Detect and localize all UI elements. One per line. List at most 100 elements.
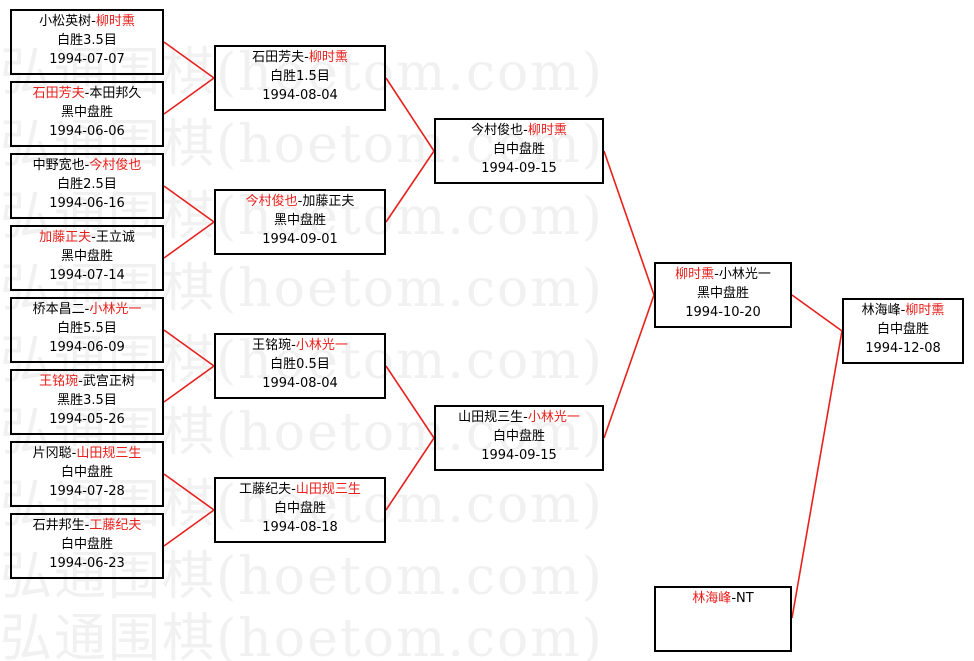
winner-name: 王铭琬: [39, 374, 79, 389]
bracket-line: [163, 221, 215, 259]
match-players: 桥本昌二-小林光一: [32, 302, 142, 317]
player-name: 武宫正树: [82, 374, 135, 389]
match-players: 林海峰-柳时熏: [861, 303, 945, 318]
match-result: 白中盘胜: [492, 429, 545, 444]
match-result: 黑中盘胜: [60, 105, 113, 120]
match-box: 小松英树-柳时熏 白胜3.5目 1994-07-07: [10, 9, 164, 75]
match-result: 黑中盘胜: [273, 213, 326, 228]
match-box: 片冈聪-山田规三生 白中盘胜 1994-07-28: [10, 441, 164, 507]
match-result: 黑胜3.5目: [57, 393, 117, 408]
bracket-line: [163, 509, 215, 547]
match-date: 1994-07-28: [49, 484, 125, 499]
winner-name: 小林光一: [89, 302, 142, 317]
player-name: 山田规三生: [458, 410, 524, 425]
bracket-line: [791, 294, 843, 332]
match-result: 白胜5.5目: [57, 321, 117, 336]
player-name: 小林光一: [718, 267, 771, 282]
match-box: 加藤正夫-王立诚 黑中盘胜 1994-07-14: [10, 225, 164, 291]
player-name: 本田邦久: [89, 86, 142, 101]
player-name: 石田芳夫: [252, 50, 305, 65]
match-result: 白中盘胜: [60, 465, 113, 480]
winner-name: 柳时熏: [675, 267, 715, 282]
match-date: 1994-06-16: [49, 196, 125, 211]
bracket-line: [603, 150, 655, 296]
match-players: 山田规三生-小林光一: [458, 410, 580, 425]
match-players: 工藤纪夫-山田规三生: [239, 482, 361, 497]
match-date: 1994-08-04: [262, 88, 338, 103]
bracket-line: [163, 41, 215, 79]
winner-name: 山田规三生: [295, 482, 361, 497]
seed-box: 林海峰-NT: [654, 586, 792, 652]
match-players: 小松英树-柳时熏: [39, 14, 135, 29]
winner-name: 石田芳夫: [32, 86, 85, 101]
bracket-line: [163, 185, 215, 223]
match-players: 林海峰-NT: [692, 591, 754, 606]
match-box: 工藤纪夫-山田规三生 白中盘胜 1994-08-18: [214, 477, 386, 543]
winner-name: 柳时熏: [95, 14, 135, 29]
match-date: 1994-06-09: [49, 340, 125, 355]
match-players: 王铭琬-武宫正树: [39, 374, 135, 389]
player-name: 片冈聪: [32, 446, 72, 461]
match-players: 王铭琬-小林光一: [252, 338, 348, 353]
bracket-line: [385, 77, 435, 152]
winner-name: 山田规三生: [76, 446, 142, 461]
match-box: 中野宽也-今村俊也 白胜2.5目 1994-06-16: [10, 153, 164, 219]
winner-name: 今村俊也: [245, 194, 298, 209]
match-date: 1994-06-23: [49, 556, 125, 571]
match-date: 1994-09-15: [481, 448, 557, 463]
match-box: 石井邦生-工藤纪夫 白中盘胜 1994-06-23: [10, 513, 164, 579]
match-result: 白胜2.5目: [57, 177, 117, 192]
match-box: 山田规三生-小林光一 白中盘胜 1994-09-15: [434, 405, 604, 471]
player-name: 桥本昌二: [32, 302, 85, 317]
match-date: 1994-10-20: [685, 305, 761, 320]
bracket-line: [163, 473, 215, 511]
winner-name: 林海峰: [692, 591, 732, 606]
bracket-line: [603, 294, 655, 439]
bracket-line: [163, 77, 215, 115]
player-name: NT: [736, 591, 754, 606]
bracket-line: [791, 330, 843, 619]
player-name: 石井邦生: [32, 518, 85, 533]
bracket-line: [385, 365, 435, 439]
player-name: 今村俊也: [471, 123, 524, 138]
match-date: 1994-05-26: [49, 412, 125, 427]
bracket-line: [385, 437, 435, 511]
match-result: 白胜0.5目: [270, 357, 330, 372]
match-players: 中野宽也-今村俊也: [32, 158, 142, 173]
winner-name: 小林光一: [295, 338, 348, 353]
bracket-line: [385, 150, 435, 223]
match-date: 1994-07-07: [49, 52, 125, 67]
bracket-line: [163, 329, 215, 367]
match-players: 柳时熏-小林光一: [675, 267, 771, 282]
player-name: 王铭琬: [252, 338, 292, 353]
match-result: 黑中盘胜: [60, 249, 113, 264]
match-players: 片冈聪-山田规三生: [32, 446, 142, 461]
match-players: 石田芳夫-本田邦久: [32, 86, 142, 101]
player-name: 加藤正夫: [302, 194, 355, 209]
player-name: 中野宽也: [32, 158, 85, 173]
player-name: 林海峰: [861, 303, 901, 318]
match-box: 桥本昌二-小林光一 白胜5.5目 1994-06-09: [10, 297, 164, 363]
winner-name: 工藤纪夫: [89, 518, 142, 533]
player-name: 王立诚: [95, 230, 135, 245]
match-box: 石田芳夫-本田邦久 黑中盘胜 1994-06-06: [10, 81, 164, 147]
match-date: 1994-07-14: [49, 268, 125, 283]
final-box: 林海峰-柳时熏 白中盘胜 1994-12-08: [842, 298, 964, 364]
winner-name: 小林光一: [527, 410, 580, 425]
winner-name: 柳时熏: [527, 123, 567, 138]
match-result: 白中盘胜: [273, 501, 326, 516]
winner-name: 加藤正夫: [39, 230, 92, 245]
winner-name: 今村俊也: [89, 158, 142, 173]
match-box: 柳时熏-小林光一 黑中盘胜 1994-10-20: [654, 262, 792, 328]
winner-name: 柳时熏: [905, 303, 945, 318]
player-name: 工藤纪夫: [239, 482, 292, 497]
match-result: 白胜3.5目: [57, 33, 117, 48]
match-date: 1994-08-04: [262, 376, 338, 391]
bracket-line: [163, 365, 215, 403]
match-players: 加藤正夫-王立诚: [39, 230, 135, 245]
match-box: 石田芳夫-柳时熏 白胜1.5目 1994-08-04: [214, 45, 386, 111]
match-result: 白中盘胜: [876, 322, 929, 337]
match-date: 1994-08-18: [262, 520, 338, 535]
match-result: 白中盘胜: [492, 142, 545, 157]
